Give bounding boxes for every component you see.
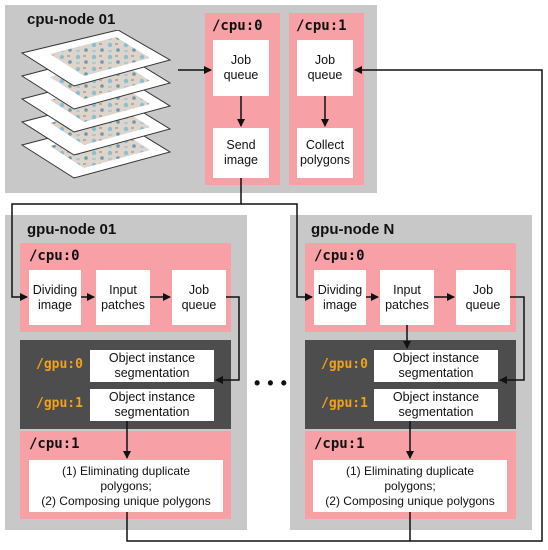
gpu-node-01-job-queue: Job queue <box>172 270 226 325</box>
gpu-node-n-gpu1-task: Object instance segmentation <box>374 389 498 421</box>
gpu-node-n-dividing-image: Dividing image <box>314 270 366 325</box>
collect-polygons-box: Collect polygons <box>297 128 353 178</box>
gpu-node-01-input-patches: Input patches <box>96 270 150 325</box>
gpu-node-n-cpu0-label: /cpu:0 <box>314 248 365 264</box>
image-tile-stack <box>10 29 180 180</box>
cpu-node-cpu0-label: /cpu:0 <box>212 18 263 34</box>
gpu-node-01-cpu1-label: /cpu:1 <box>29 436 80 452</box>
gpu-node-01-gpu1-label: /gpu:1 <box>36 396 83 411</box>
gpu-node-n-gpu1-label: /gpu:1 <box>321 396 368 411</box>
image-tile-1 <box>20 29 172 87</box>
gpu-node-01-dividing-image: Dividing image <box>29 270 81 325</box>
gpu-node-n-title: gpu-node N <box>311 221 395 238</box>
gpu-node-01-gpu1-task: Object instance segmentation <box>90 389 214 421</box>
gpu-node-n-job-queue: Job queue <box>456 270 510 325</box>
cpu-node-cpu0-job-queue: Job queue <box>213 40 269 96</box>
gpu-node-01-title: gpu-node 01 <box>27 221 117 238</box>
gpu-node-n-gpu0-label: /gpu:0 <box>321 357 368 372</box>
send-image-box: Send image <box>213 128 269 178</box>
gpu-node-n-gpu0-task: Object instance segmentation <box>374 350 498 382</box>
cpu-node-cpu1-label: /cpu:1 <box>296 18 347 34</box>
gpu-node-01-cpu0-label: /cpu:0 <box>29 248 80 264</box>
gpu-node-01-gpu0-task: Object instance segmentation <box>90 350 214 382</box>
cpu-node-cpu1-job-queue: Job queue <box>297 40 353 96</box>
more-nodes-ellipsis: • • • <box>254 373 288 393</box>
image-tile-stack-graphic <box>20 29 172 179</box>
gpu-node-n-eliminate-compose: (1) Eliminating duplicate polygons; (2) … <box>313 460 507 512</box>
gpu-node-n-input-patches: Input patches <box>380 270 434 325</box>
cpu-node-title: cpu-node 01 <box>27 11 116 28</box>
gpu-node-n-cpu1-label: /cpu:1 <box>314 436 365 452</box>
gpu-node-01-gpu0-label: /gpu:0 <box>36 357 83 372</box>
gpu-node-01-eliminate-compose: (1) Eliminating duplicate polygons; (2) … <box>29 460 223 512</box>
